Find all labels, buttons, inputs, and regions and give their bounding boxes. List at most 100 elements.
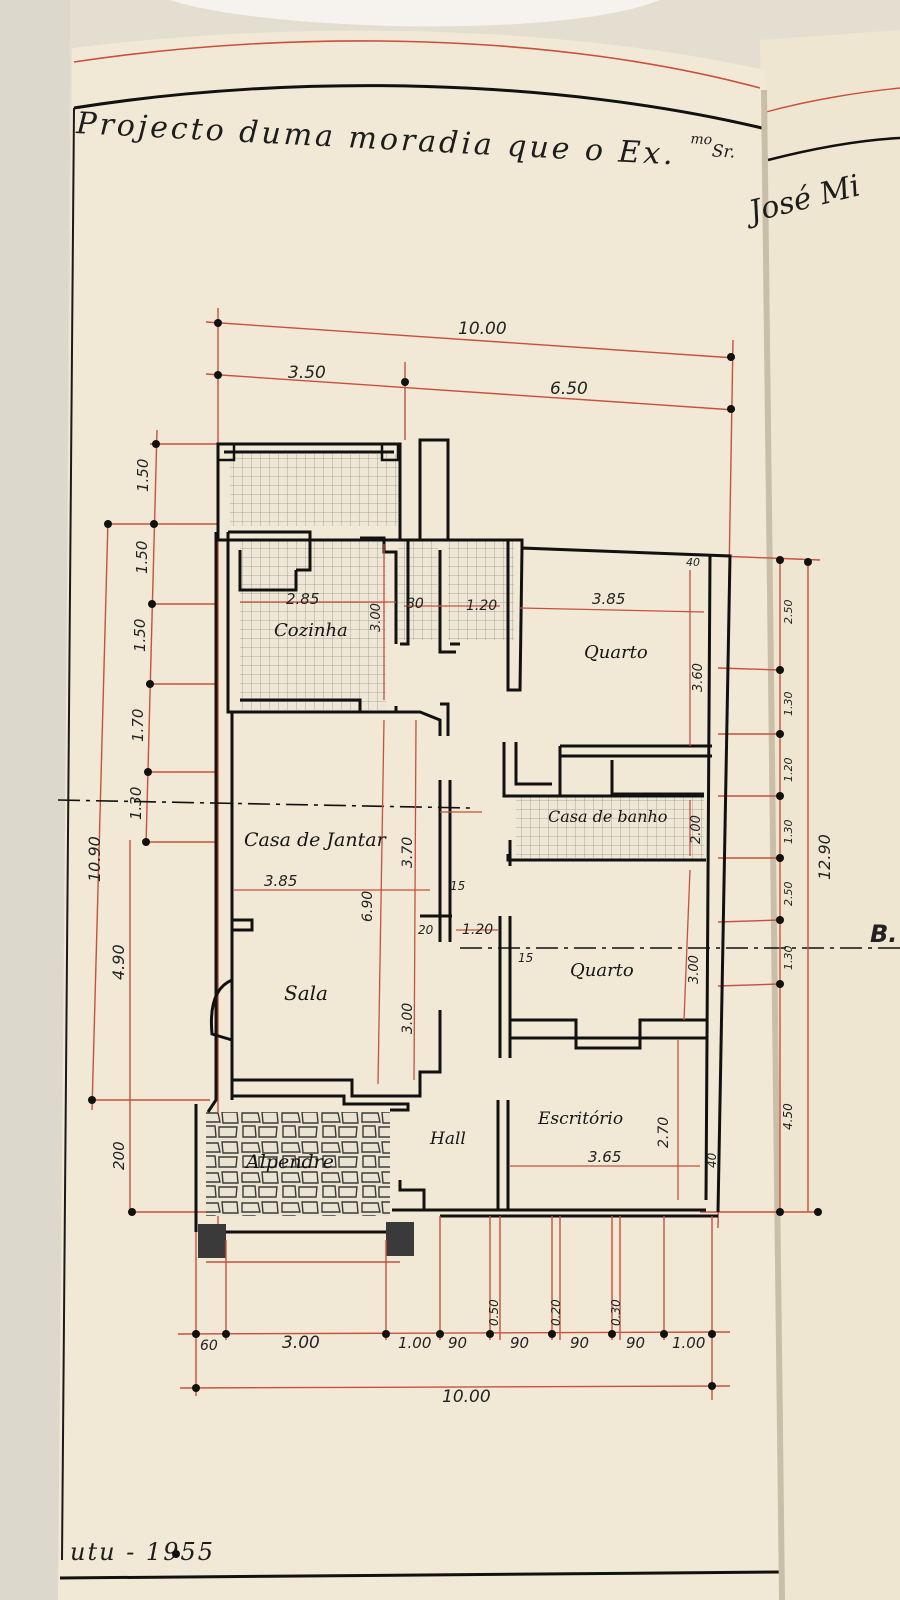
left-page-edge (0, 0, 70, 1600)
dim-left-8: 200 (110, 1141, 128, 1170)
dim-escr-w: 3.65 (588, 1148, 621, 1166)
dim-cozinha-h: 3.00 (369, 603, 384, 632)
corner-post-tr (380, 442, 400, 462)
interior-dimensions (234, 544, 705, 1200)
title-sr: Sr. (711, 141, 735, 162)
dim-bottom-v1: 0.50 (487, 1299, 501, 1326)
dim-banho-h: 2.00 (689, 815, 704, 844)
date-text: utu - 1955 (70, 1538, 215, 1566)
terrace-top-grid (230, 454, 398, 526)
red-margin-line (73, 40, 761, 89)
dim-20: 20 (418, 923, 434, 937)
bottom-dimensions (177, 1216, 731, 1400)
dim-sala-h2: 3.00 (400, 1003, 416, 1034)
porch-post-right (386, 1222, 414, 1256)
dim-corner: 40 (686, 556, 700, 569)
dim-jantar-h: 3.70 (400, 837, 416, 868)
room-sala: Sala (284, 981, 328, 1005)
right-title-rule (767, 136, 900, 162)
dim-top-total: 10.00 (458, 319, 507, 339)
right-red-line (765, 87, 900, 113)
room-labels: Cozinha Quarto Casa de banho Casa de Jan… (244, 620, 667, 1173)
title-rule (73, 84, 763, 130)
dim-right-1: 2.50 (782, 600, 795, 625)
porch-stone (206, 1112, 390, 1216)
top-shadow (170, 0, 660, 27)
dim-bath-w: 1.20 (466, 598, 497, 614)
right-dim-dots (776, 556, 822, 1216)
dim-top-left: 3.50 (288, 363, 326, 383)
dim-bottom-1: 60 (200, 1338, 218, 1354)
dim-quarto-h: 3.60 (691, 663, 706, 692)
dim-top-right: 6.50 (550, 379, 588, 399)
dim-sala-h: 6.90 (360, 891, 376, 922)
bath-grid (516, 796, 704, 858)
dim-left-3: 1.50 (131, 619, 149, 652)
axis-lines (57, 799, 900, 949)
dim-escr-h: 2.70 (656, 1117, 672, 1148)
dim-right-6: 1.30 (782, 946, 795, 971)
title-superscript: mo (690, 131, 713, 148)
room-casa-jantar: Casa de Jantar (244, 829, 388, 851)
dim-left-4: 1.70 (129, 709, 147, 742)
left-dim-labels: 1.50 1.50 1.50 1.70 1.30 10.90 4.90 200 (85, 459, 152, 1170)
wc-grid (448, 540, 514, 640)
date-dot (172, 1550, 180, 1558)
dim-15b: 15 (518, 951, 533, 965)
dim-bottom-3: 1.00 (398, 1334, 431, 1352)
corner-post-tl (216, 442, 236, 462)
dim-hall-w: 1.20 (462, 922, 493, 938)
right-page-sheet (760, 30, 900, 1600)
dim-pantry: 80 (406, 596, 424, 612)
left-border (61, 107, 75, 1561)
dim-left-5: 1.30 (127, 787, 145, 820)
room-alpendre: Alpendre (244, 1151, 334, 1173)
section-mark-b: B. (870, 920, 897, 948)
dim-left-7: 4.90 (109, 944, 128, 980)
dim-right-5: 2.50 (782, 882, 795, 907)
kitchen-grid (240, 540, 386, 710)
dim-bottom-v2: 0.20 (549, 1299, 563, 1326)
dim-quarto2-h: 3.00 (687, 955, 702, 984)
top-dim-dots (214, 319, 735, 413)
dim-bottom-5: 90 (510, 1334, 529, 1352)
dim-quarto-w: 3.85 (592, 590, 625, 608)
dim-bottom-4: 90 (448, 1334, 467, 1352)
dim-bottom-7: 90 (626, 1334, 645, 1352)
dim-bottom-2: 3.00 (282, 1333, 320, 1353)
interior-dim-labels: 2.85 3.00 80 1.20 3.85 3.60 40 2.00 3.70… (264, 556, 719, 1168)
dim-left-2: 1.50 (133, 541, 151, 574)
dim-right-7: 4.50 (781, 1103, 795, 1130)
dim-left-1: 1.50 (134, 459, 152, 492)
room-escritorio: Escritório (537, 1109, 623, 1129)
dim-right-total: 12.90 (815, 834, 834, 880)
dim-cozinha-w: 2.85 (286, 590, 319, 608)
room-casa-banho: Casa de banho (548, 807, 667, 826)
dim-bottom-v3: 0.30 (609, 1299, 623, 1326)
room-quarto-mid: Quarto (570, 960, 634, 981)
walls (194, 438, 732, 1234)
right-dim-labels: 12.90 2.50 1.30 1.20 1.30 2.50 1.30 4.50 (781, 600, 834, 1131)
dim-jantar-w: 3.85 (264, 872, 297, 890)
dim-left-6: 10.90 (85, 836, 104, 882)
dim-right-4: 1.30 (782, 820, 795, 845)
room-quarto-top: Quarto (584, 642, 648, 663)
pantry-grid (398, 540, 438, 640)
bottom-dim-labels: 60 3.00 1.00 90 90 90 90 1.00 0.50 0.20 … (200, 1299, 705, 1407)
dim-right-2: 1.30 (782, 692, 795, 717)
dim-bottom-8: 1.00 (672, 1334, 705, 1352)
page-gutter (761, 89, 785, 1600)
porch-post-left (198, 1224, 226, 1258)
room-cozinha: Cozinha (274, 620, 348, 641)
bottom-dim-dots (192, 1330, 716, 1392)
dim-bottom-6: 90 (570, 1334, 589, 1352)
dim-15a: 15 (450, 879, 465, 893)
bottom-rule (59, 1570, 781, 1580)
left-dim-dots (88, 440, 160, 1216)
dim-right-3: 1.20 (782, 758, 795, 783)
dim-corner2: 40 (705, 1152, 719, 1168)
room-hall: Hall (429, 1129, 466, 1149)
dim-bottom-total: 10.00 (442, 1387, 491, 1407)
